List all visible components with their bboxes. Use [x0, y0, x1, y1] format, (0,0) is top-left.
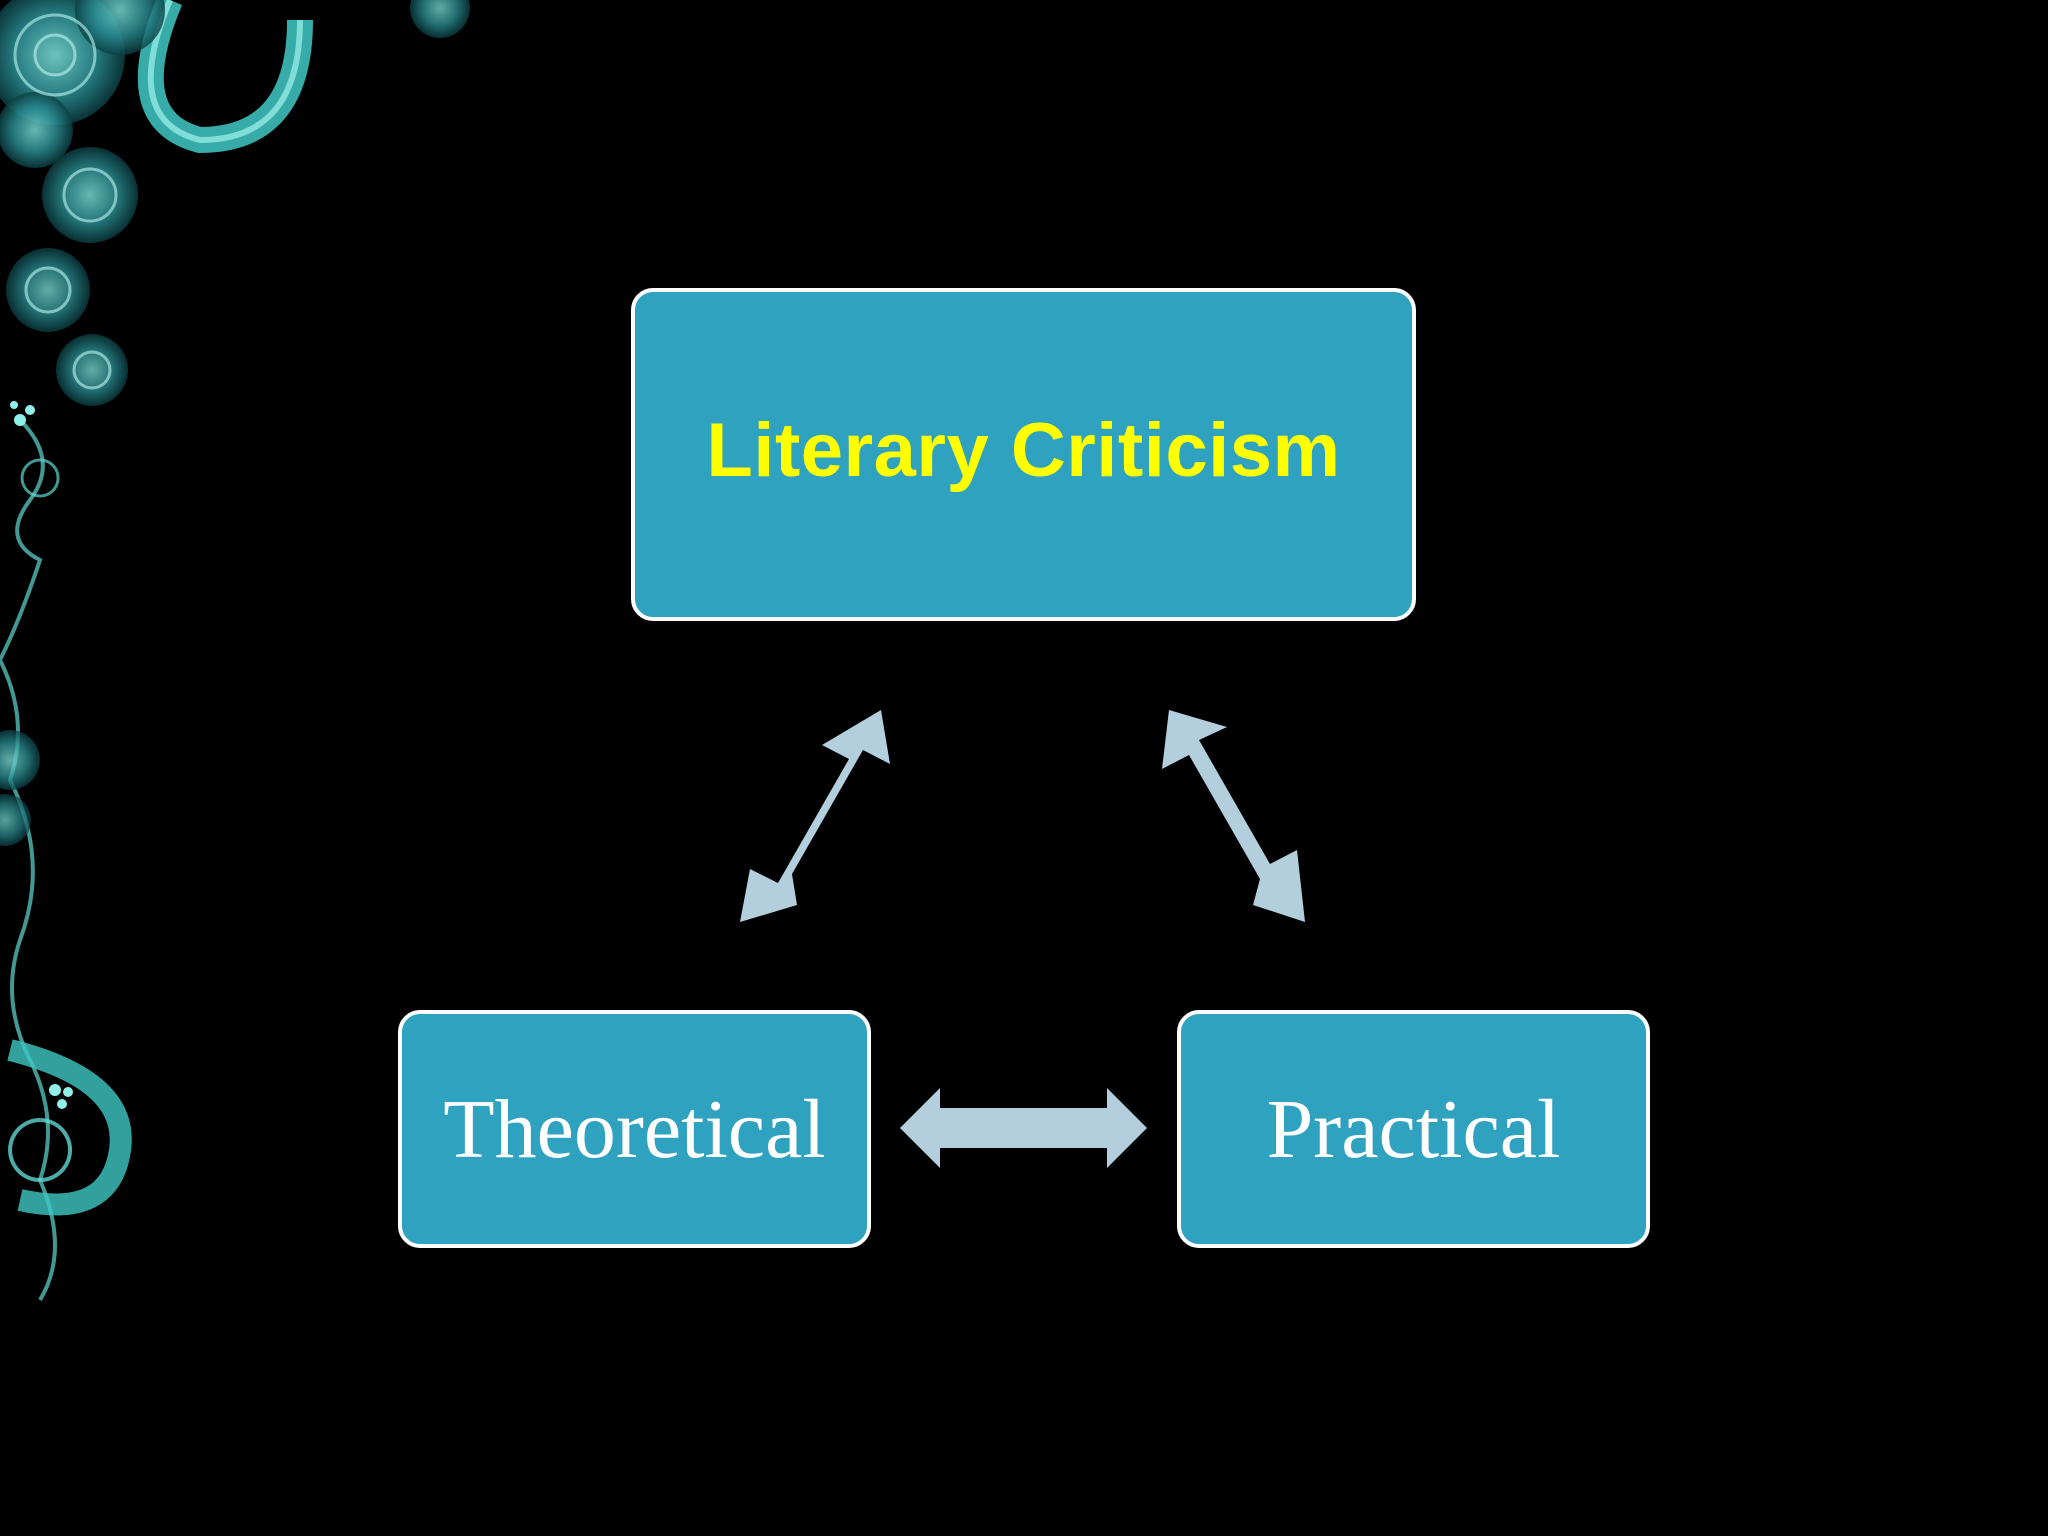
arrow-criticism-theoretical	[740, 710, 890, 922]
node-theoretical: Theoretical	[398, 1010, 871, 1248]
rose-vine-ornament	[0, 0, 520, 1536]
arrow-criticism-practical	[1162, 710, 1305, 922]
node-practical: Practical	[1177, 1010, 1650, 1248]
node-label-theoretical: Theoretical	[443, 1081, 825, 1178]
node-label-literary-criticism: Literary Criticism	[706, 407, 1340, 494]
arrow-theoretical-practical	[900, 1088, 1147, 1168]
node-label-practical: Practical	[1267, 1081, 1561, 1178]
node-literary-criticism: Literary Criticism	[631, 288, 1416, 621]
